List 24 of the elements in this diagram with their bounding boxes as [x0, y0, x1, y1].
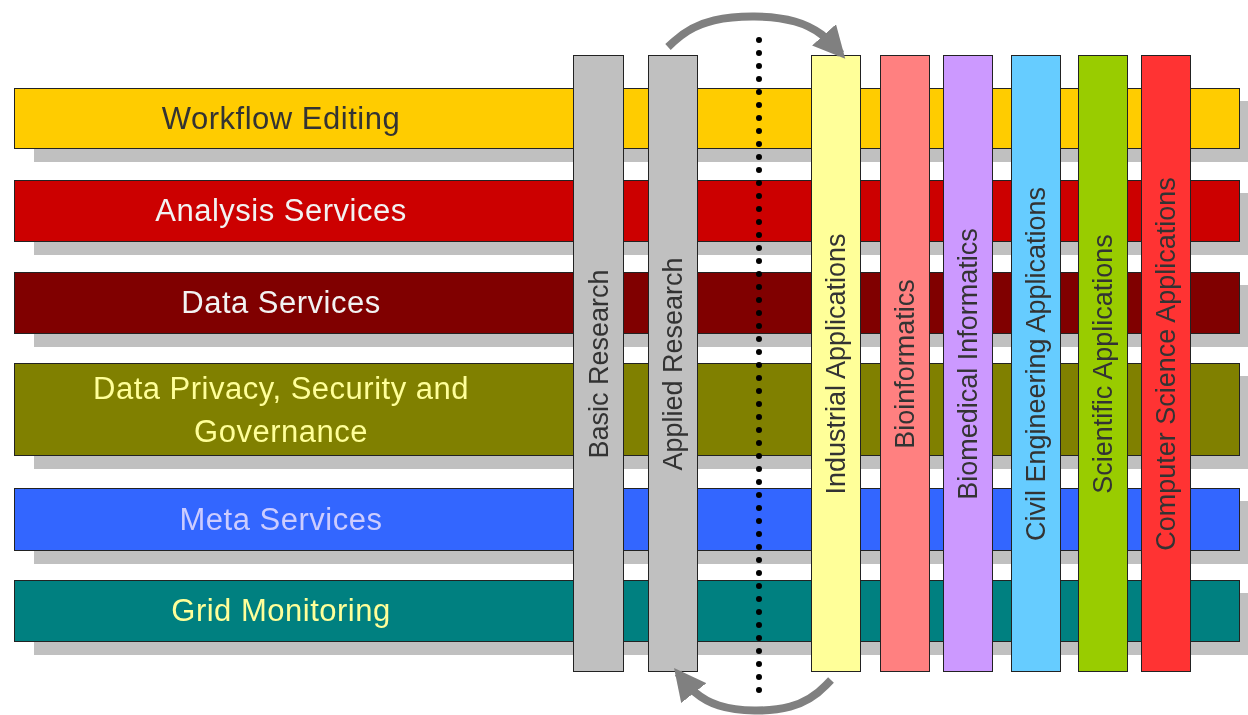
- domain-column: [1078, 55, 1128, 672]
- layer-label: Workflow Editing: [160, 99, 402, 138]
- domain-column: [943, 55, 993, 672]
- curved-arrow: [674, 667, 834, 715]
- domain-column: [648, 55, 698, 672]
- domain-column: [573, 55, 624, 672]
- domain-label: Biomedical Informatics: [952, 227, 984, 500]
- domain-label: Basic Research: [583, 268, 614, 459]
- curved-arrow: [665, 12, 846, 59]
- domain-column: [880, 55, 930, 672]
- layer-label: Analysis Services: [154, 192, 408, 231]
- domain-label: Applied Research: [657, 256, 689, 471]
- layer-label: Meta Services: [178, 500, 384, 539]
- layer-label: Data Services: [180, 284, 382, 323]
- domain-label: Computer Science Applications: [1150, 176, 1182, 551]
- domain-column: [1011, 55, 1061, 672]
- layer-label: Data Privacy, Security and Governance: [92, 369, 470, 451]
- layer-label: Grid Monitoring: [170, 592, 392, 631]
- domain-label: Bioinformatics: [889, 278, 921, 449]
- domain-label: Scientific Applications: [1087, 233, 1119, 494]
- domain-column: [1141, 55, 1191, 672]
- domain-column: [811, 55, 861, 672]
- domain-label: Industrial Applications: [820, 232, 852, 495]
- domain-label: Civil Engineering Applications: [1020, 186, 1052, 541]
